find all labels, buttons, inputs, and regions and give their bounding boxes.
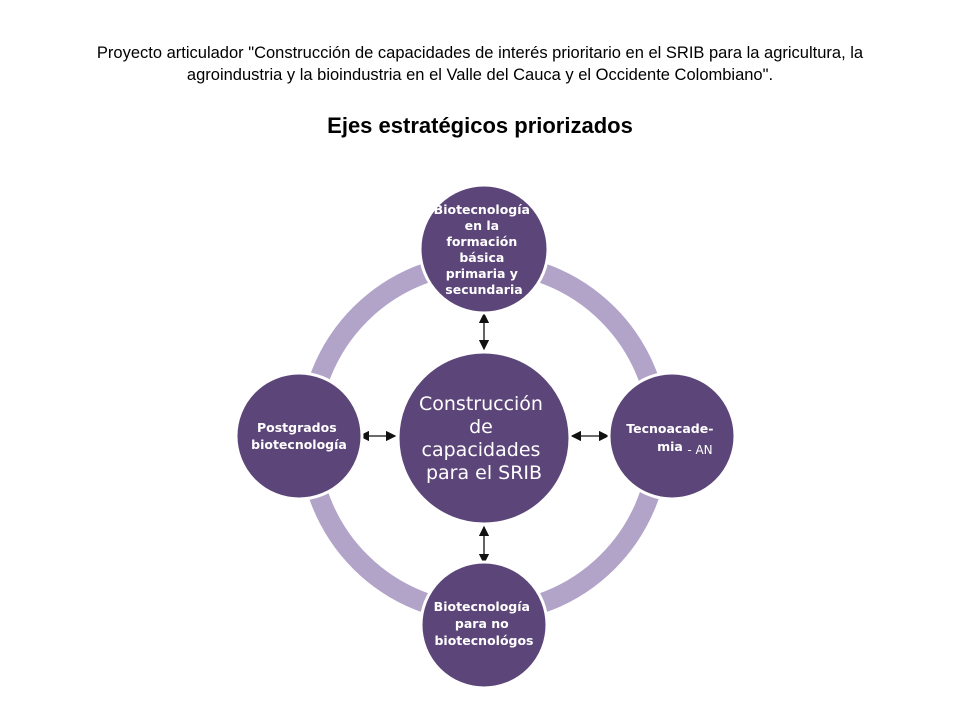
node-bottom-label: Biotecnología para no biotecnológos xyxy=(434,599,535,648)
node-top-line-5: primaria y xyxy=(446,266,518,281)
node-right: Tecnoacade- mia - AN xyxy=(607,371,737,501)
node-center-line-1: Construcción xyxy=(419,393,543,415)
node-bottom-line-1: Biotecnología xyxy=(434,599,530,614)
node-top-line-2: en la xyxy=(465,218,499,233)
node-left: Postgrados biotecnología xyxy=(234,371,364,501)
node-right-label: Tecnoacade- mia xyxy=(626,421,718,454)
node-top-label: Biotecnología en la formación básica pri… xyxy=(434,202,535,297)
node-top-line-6: secundaria xyxy=(445,282,522,297)
page-subtitle: Ejes estratégicos priorizados xyxy=(327,113,633,138)
node-top: Biotecnología en la formación básica pri… xyxy=(418,183,550,315)
node-bottom-line-3: biotecnológos xyxy=(434,633,533,648)
page-header: Proyecto articulador "Construcción de ca… xyxy=(40,42,920,86)
node-center-label: Construcción de capacidades para el SRIB xyxy=(419,393,549,484)
node-center-line-4: para el SRIB xyxy=(426,462,542,484)
node-right-line-2: mia xyxy=(657,439,683,454)
node-bottom-line-2: para no xyxy=(455,616,509,631)
node-center-line-2: de xyxy=(469,416,493,438)
node-center: Construcción de capacidades para el SRIB xyxy=(396,350,572,526)
node-top-line-4: básica xyxy=(459,250,504,265)
node-top-line-3: formación xyxy=(446,234,517,249)
header-line-1: Proyecto articulador "Construcción de ca… xyxy=(96,44,864,62)
node-left-line-2: biotecnología xyxy=(251,437,347,452)
header-line-2: agroindustria y la bioindustria en el Va… xyxy=(186,66,774,84)
node-right-suffix: - AN xyxy=(687,443,712,457)
node-bottom: Biotecnología para no biotecnológos xyxy=(419,560,549,690)
node-top-line-1: Biotecnología xyxy=(434,202,530,217)
node-left-line-1: Postgrados xyxy=(257,420,337,435)
node-center-line-3: capacidades xyxy=(422,439,541,461)
node-right-line-1: Tecnoacade- xyxy=(626,421,713,436)
node-left-label: Postgrados biotecnología xyxy=(251,420,347,452)
